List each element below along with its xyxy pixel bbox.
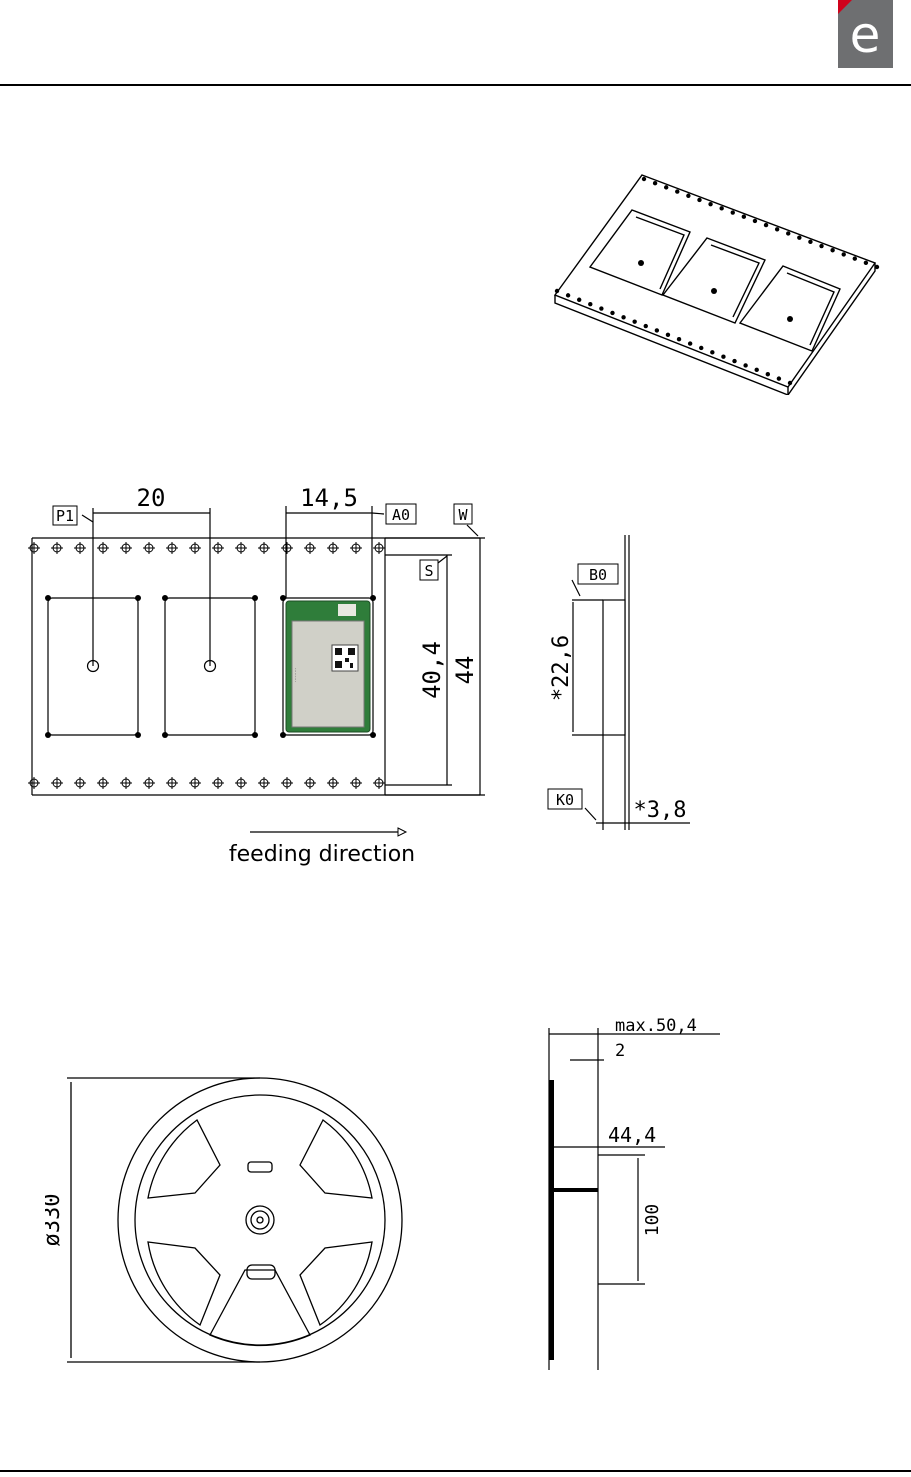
sprocket-hole-3d xyxy=(788,381,792,385)
sprocket-hole-3d xyxy=(708,202,712,206)
reel-side-view: max.50,4 2 44,4 100 xyxy=(540,1010,740,1370)
sprocket-hole-3d xyxy=(686,194,690,198)
sprocket-hole-3d xyxy=(721,355,725,359)
a0-value: 14,5 xyxy=(300,484,358,512)
sprocket-hole-3d xyxy=(655,328,659,332)
b0-label: B0 xyxy=(589,566,607,584)
wifi-module-image: ......... xyxy=(286,601,370,732)
reel-diameter: ø330 xyxy=(45,1194,65,1247)
sprocket-hole-3d xyxy=(577,298,581,302)
feeding-direction-label: feeding direction xyxy=(229,842,415,867)
w-label: W xyxy=(458,506,468,524)
k0-value: *3,8 xyxy=(634,798,687,823)
tape-top-view: ......... P1 20 14,5 A0 W S 40,4 44 feed… xyxy=(20,470,500,870)
sprocket-hole-3d xyxy=(697,198,701,202)
sprocket-hole-3d xyxy=(853,256,857,260)
sprocket-hole-3d xyxy=(588,302,592,306)
sprocket-hole-3d xyxy=(864,261,868,265)
reel-hub-size: 100 xyxy=(642,1204,663,1237)
sprocket-hole-3d xyxy=(599,306,603,310)
sprocket-hole-3d xyxy=(875,265,879,269)
sprocket-hole-3d xyxy=(642,177,646,181)
b0-value: *22,6 xyxy=(549,635,574,701)
sprocket-hole-3d xyxy=(710,350,714,354)
sprocket-hole-3d xyxy=(743,363,747,367)
sprocket-hole-3d xyxy=(666,333,670,337)
sprocket-hole-3d xyxy=(675,189,679,193)
reel-max-width: max.50,4 xyxy=(615,1016,697,1036)
sprocket-hole-3d xyxy=(777,376,781,380)
sprocket-hole-3d xyxy=(732,359,736,363)
tape-side-view: B0 *22,6 K0 *3,8 xyxy=(540,530,740,840)
sprocket-hole-3d xyxy=(797,235,801,239)
logo: e xyxy=(838,0,893,68)
logo-letter: e xyxy=(850,6,881,64)
sprocket-hole-3d xyxy=(786,231,790,235)
sprocket-hole-3d xyxy=(830,248,834,252)
sprocket-hole-3d xyxy=(566,293,570,297)
s-label: S xyxy=(424,562,433,580)
reel-inner-width: 44,4 xyxy=(608,1123,656,1147)
sprocket-hole-3d xyxy=(664,185,668,189)
sprocket-hole-3d xyxy=(632,319,636,323)
w-value: 44 xyxy=(451,656,479,685)
sprocket-hole-3d xyxy=(742,215,746,219)
k0-label: K0 xyxy=(556,791,574,809)
sprocket-hole-3d xyxy=(766,372,770,376)
header-rule xyxy=(0,84,911,86)
sprocket-hole-3d xyxy=(653,181,657,185)
sprocket-hole-3d xyxy=(699,346,703,350)
p1-label: P1 xyxy=(56,507,74,525)
reel-flange: 2 xyxy=(615,1041,625,1061)
s-value: 40,4 xyxy=(418,641,446,699)
sprocket-hole-3d xyxy=(819,244,823,248)
sprocket-hole-3d xyxy=(808,240,812,244)
sprocket-hole-3d xyxy=(719,206,723,210)
svg-text:.........: ......... xyxy=(292,667,298,682)
sprocket-hole-3d xyxy=(610,311,614,315)
sprocket-hole-3d xyxy=(688,341,692,345)
sprocket-hole-3d xyxy=(555,289,559,293)
sprocket-hole-3d xyxy=(775,227,779,231)
sprocket-hole-3d xyxy=(731,210,735,214)
pitch-value: 20 xyxy=(137,484,166,512)
a0-label: A0 xyxy=(392,506,410,524)
sprocket-hole-3d xyxy=(753,219,757,223)
sprocket-hole-3d xyxy=(644,324,648,328)
reel-front-view: ø330 xyxy=(45,1070,405,1370)
sprocket-hole-3d xyxy=(842,252,846,256)
sprocket-hole-3d xyxy=(755,368,759,372)
sprocket-hole-3d xyxy=(677,337,681,341)
tape-3d-view xyxy=(550,165,885,395)
logo-icon: e xyxy=(838,0,893,68)
footer-rule xyxy=(0,1470,911,1472)
sprocket-hole-3d xyxy=(621,315,625,319)
sprocket-hole-3d xyxy=(764,223,768,227)
